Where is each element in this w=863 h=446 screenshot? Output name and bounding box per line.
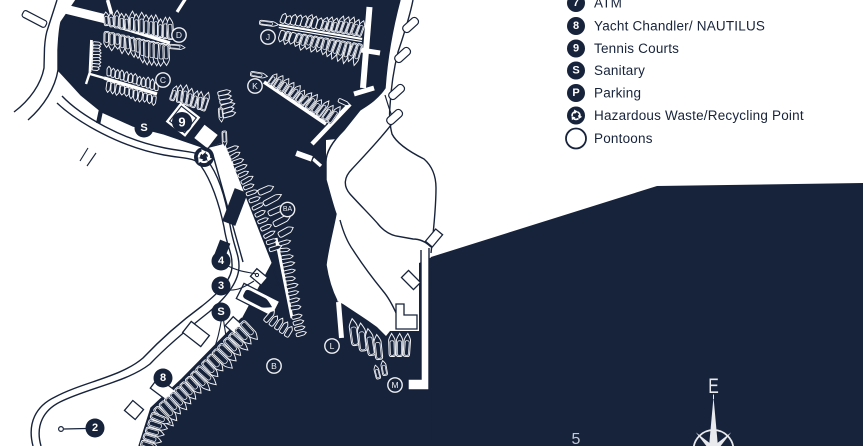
svg-text:8: 8	[573, 20, 579, 32]
svg-text:3: 3	[218, 280, 224, 292]
svg-text:S: S	[140, 122, 147, 134]
svg-text:2: 2	[92, 422, 98, 434]
svg-text:Parking: Parking	[594, 86, 641, 101]
svg-text:Hazardous Waste/Recycling Poin: Hazardous Waste/Recycling Point	[594, 108, 804, 123]
svg-text:Yacht Chandler/ NAUTILUS: Yacht Chandler/ NAUTILUS	[594, 19, 765, 34]
svg-text:BA: BA	[283, 206, 293, 213]
svg-text:M: M	[391, 380, 398, 390]
svg-text:L: L	[330, 341, 335, 351]
svg-text:7: 7	[573, 0, 579, 9]
svg-text:E: E	[708, 374, 719, 398]
svg-text:Sanitary: Sanitary	[594, 63, 645, 78]
svg-text:Tennis Courts: Tennis Courts	[594, 41, 679, 56]
svg-text:Pontoons: Pontoons	[594, 131, 653, 146]
svg-text:J: J	[266, 32, 270, 42]
svg-text:S: S	[572, 65, 579, 77]
svg-text:S: S	[217, 306, 224, 318]
svg-text:C: C	[160, 75, 166, 85]
svg-text:8: 8	[160, 372, 166, 384]
svg-text:K: K	[252, 81, 258, 91]
svg-text:ATM: ATM	[594, 0, 622, 11]
svg-text:9: 9	[573, 43, 579, 55]
svg-text:5: 5	[572, 431, 581, 446]
svg-text:9: 9	[178, 115, 185, 130]
svg-text:B: B	[271, 361, 277, 371]
svg-text:P: P	[572, 87, 579, 99]
svg-text:D: D	[176, 30, 182, 40]
svg-text:4: 4	[218, 255, 225, 267]
